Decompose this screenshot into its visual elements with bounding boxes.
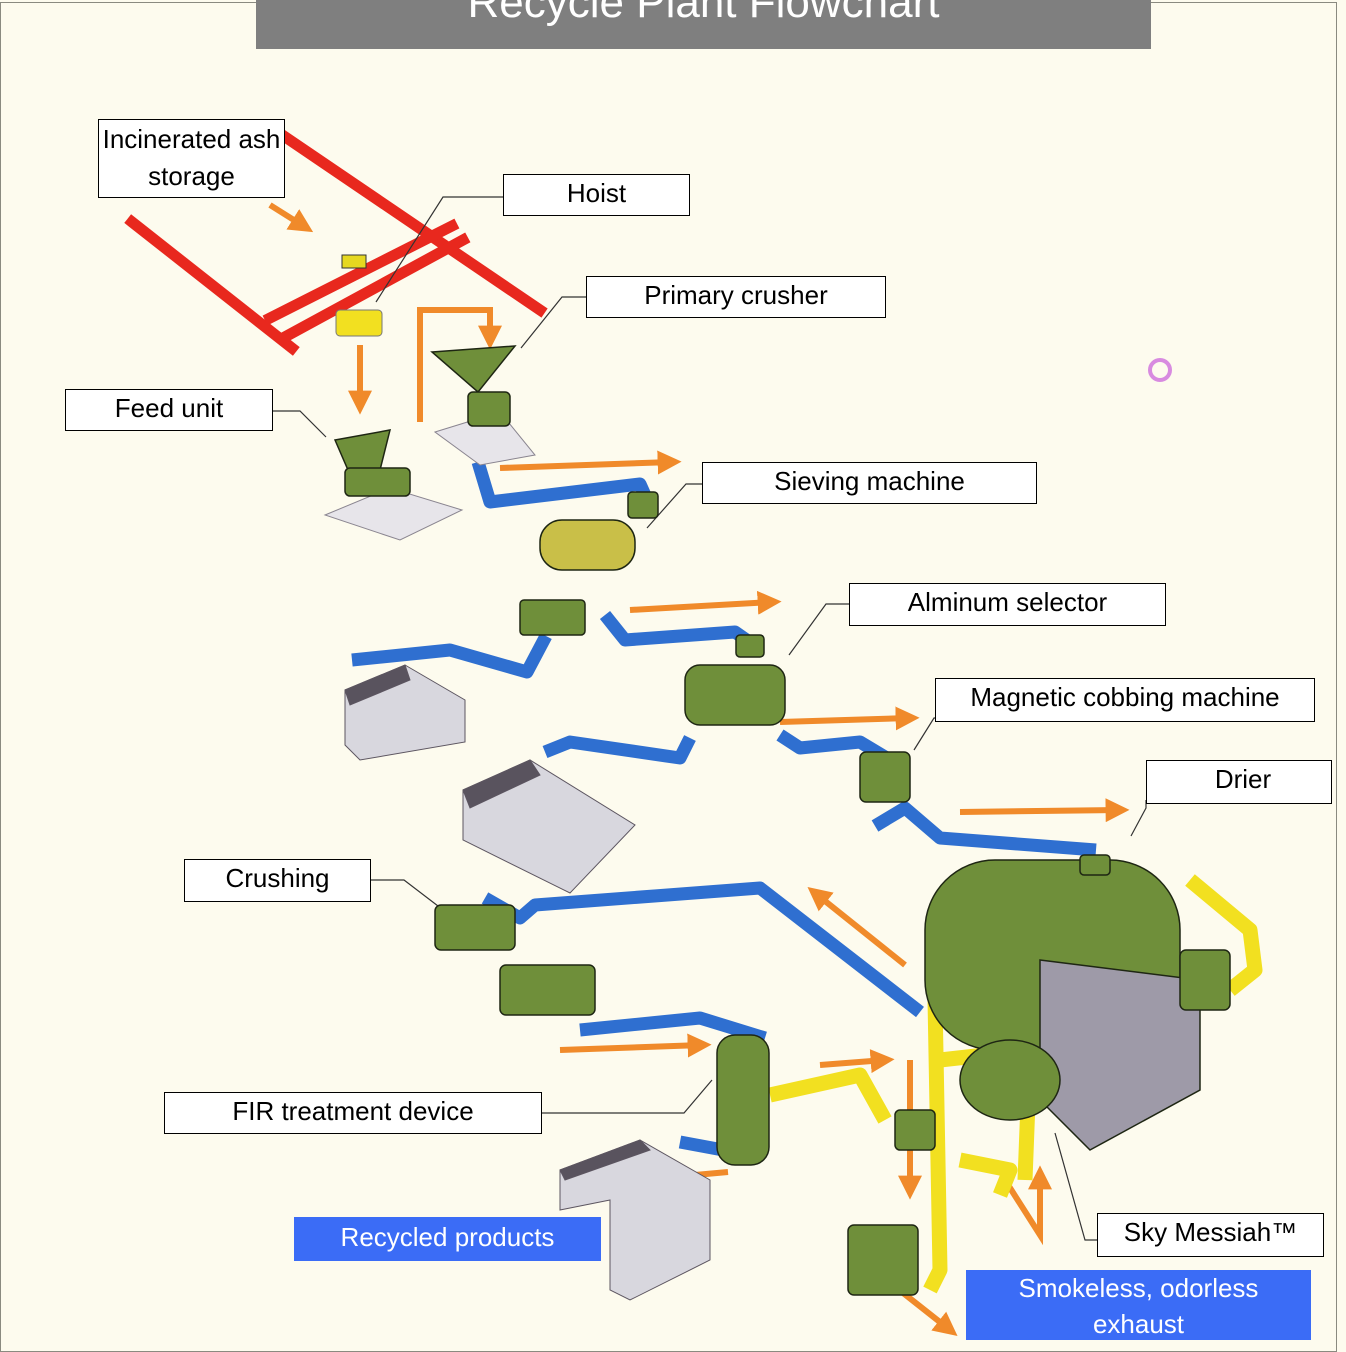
feed-unit-hopper: [333, 429, 392, 471]
stain-mark: [1148, 358, 1172, 382]
crusher-unit-1: [434, 904, 516, 951]
drier-base: [1039, 959, 1201, 1151]
exhaust-fan: [847, 1224, 919, 1296]
page-title: Recycle Plant Flowchart: [467, 0, 940, 27]
aluminum-selector-body: [684, 664, 786, 726]
hoist-trolley: [341, 254, 367, 269]
hoist-bucket: [335, 309, 383, 337]
label-aluminum-selector: Alminum selector: [849, 583, 1166, 626]
label-primary-crusher: Primary crusher: [586, 276, 886, 318]
label-magnetic-cobbing-machine: Magnetic cobbing machine: [935, 678, 1315, 722]
primary-crusher-hopper: [430, 345, 517, 394]
crusher-unit-2: [499, 964, 596, 1016]
work-tables: [323, 411, 536, 541]
label-hoist: Hoist: [503, 174, 690, 216]
machines: [333, 345, 1231, 1296]
crane-rails: [124, 122, 548, 356]
label-sky-messiah: Sky Messiah™: [1097, 1213, 1324, 1257]
label-crushing: Crushing: [184, 859, 371, 902]
output-recycled-products: Recycled products: [294, 1217, 601, 1261]
label-feed-unit: Feed unit: [65, 389, 273, 431]
sieving-drum: [539, 519, 636, 571]
label-sieving-machine: Sieving machine: [702, 462, 1037, 504]
label-drier: Drier: [1146, 760, 1332, 804]
label-incinerated-ash-storage: Incinerated ash storage: [98, 119, 285, 198]
output-exhaust: Smokeless, odorless exhaust: [966, 1270, 1311, 1340]
label-fir-treatment-device: FIR treatment device: [164, 1092, 542, 1134]
title-banner: Recycle Plant Flowchart: [256, 0, 1151, 49]
fir-tower: [716, 1034, 770, 1166]
storage-bins: [344, 664, 711, 1301]
magnetic-cobbing-unit: [859, 751, 911, 803]
